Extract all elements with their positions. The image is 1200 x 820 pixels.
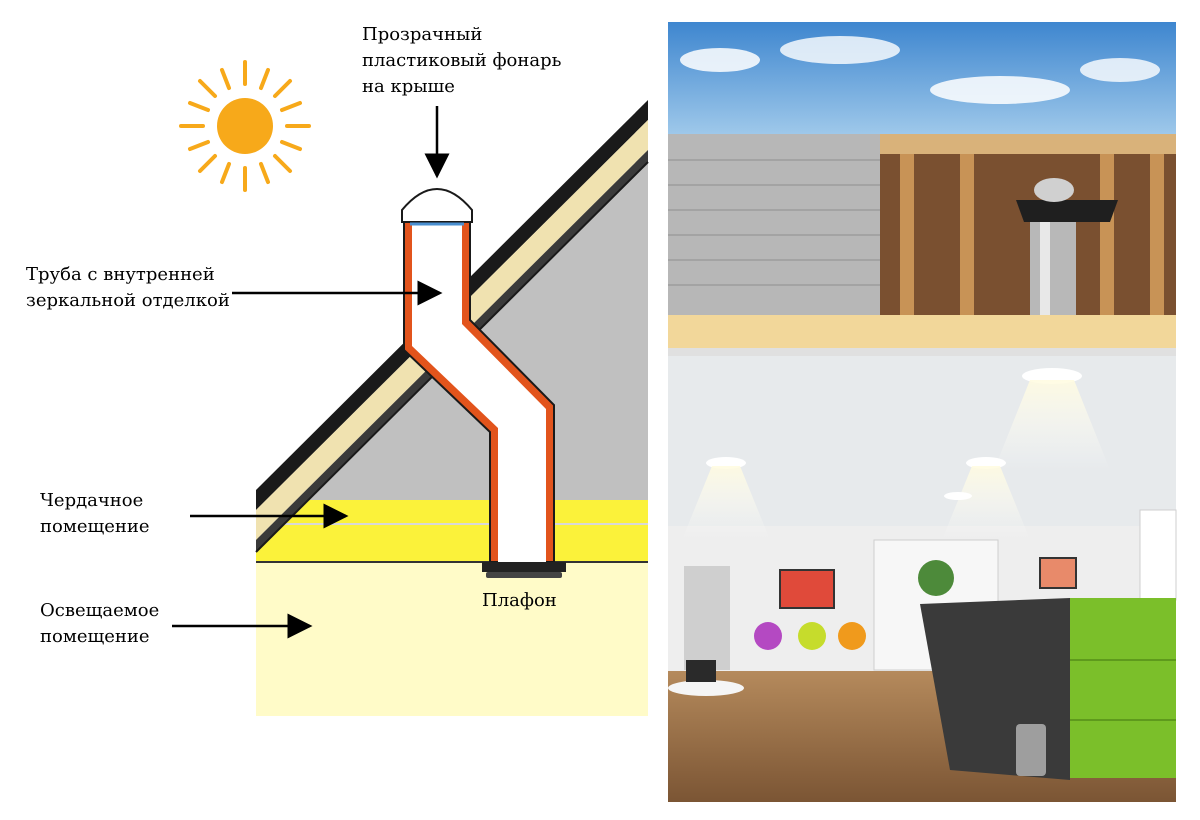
attic-label: Чердачное помещение — [40, 490, 150, 537]
tube-label: Труба с внутренней зеркальной отделкой — [26, 264, 230, 311]
room-label: Освещаемое помещение — [40, 600, 160, 647]
photo-frame — [668, 22, 1177, 802]
diffuser-icon — [482, 562, 566, 578]
roof-dome-label: Прозрачный пластиковый фонарь на крыше — [362, 24, 562, 97]
room-area — [256, 562, 648, 716]
skylight-diagram — [172, 60, 649, 716]
sun-icon — [179, 60, 311, 192]
dome-icon — [401, 188, 473, 226]
arrow-icon — [172, 106, 450, 639]
diffuser-label: Плафон — [482, 590, 557, 611]
